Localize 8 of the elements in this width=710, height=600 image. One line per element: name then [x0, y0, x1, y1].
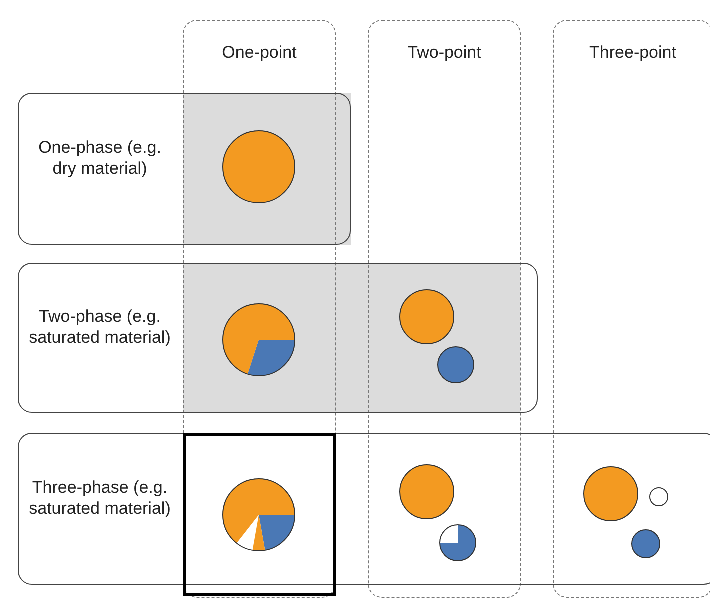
- row-label: Three-phase (e.g. saturated material): [28, 477, 172, 519]
- column-header: Two-point: [406, 43, 482, 63]
- row-band: [18, 263, 538, 413]
- row-label: Two-phase (e.g. saturated material): [28, 306, 172, 348]
- column-header: Three-point: [588, 43, 678, 63]
- row-label: One-phase (e.g. dry material): [38, 137, 162, 179]
- row-band: [18, 93, 351, 245]
- column-header: One-point: [221, 43, 298, 63]
